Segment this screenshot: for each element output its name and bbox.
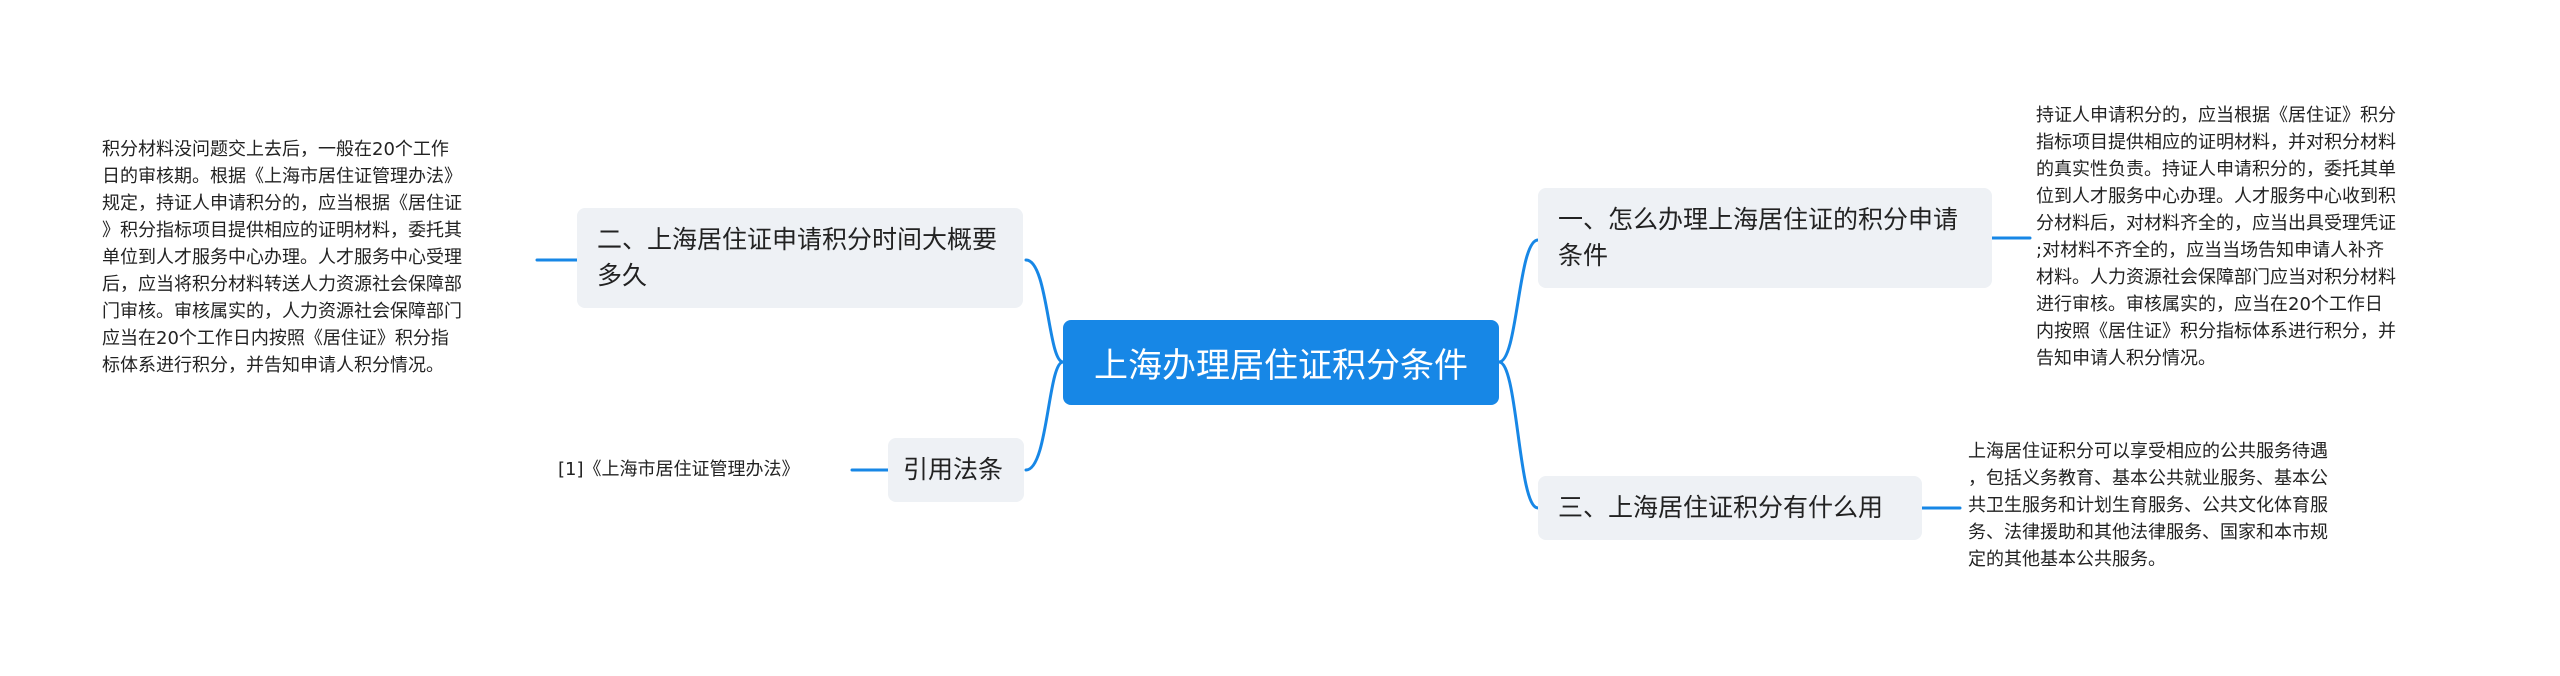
topic-processing-time-detail: 积分材料没问题交上去后，一般在20个工作 日的审核期。根据《上海市居住证管理办法… bbox=[102, 139, 462, 376]
root-topic-label: 上海办理居住证积分条件 bbox=[1094, 346, 1468, 386]
topic-how-to-apply-detail: 持证人申请积分的，应当根据《居住证》积分 指标项目提供相应的证明材料，并对积分材… bbox=[2036, 105, 2396, 369]
topic-points-usage-label: 三、上海居住证积分有什么用 bbox=[1558, 493, 1884, 522]
connector-root-to-topic-2 bbox=[1024, 258, 1065, 364]
topic-cited-law-detail[interactable]: [1]《上海市居住证管理办法》 bbox=[558, 459, 800, 480]
topic-points-usage[interactable]: 三、上海居住证积分有什么用 bbox=[1538, 476, 1922, 540]
connector-root-to-topic-1 bbox=[1497, 238, 1540, 364]
topic-points-usage-detail: 上海居住证积分可以享受相应的公共服务待遇 ，包括义务教育、基本公共就业服务、基本… bbox=[1968, 441, 2328, 570]
topic-processing-time-label: 二、上海居住证申请积分时间大概要多久 bbox=[597, 225, 998, 290]
topic-how-to-apply-label: 一、怎么办理上海居住证的积分申请条件 bbox=[1558, 205, 1959, 270]
topic-how-to-apply[interactable]: 一、怎么办理上海居住证的积分申请条件 bbox=[1538, 188, 1992, 288]
root-topic[interactable]: 上海办理居住证积分条件 bbox=[1063, 320, 1499, 405]
topic-cited-law[interactable]: 引用法条 bbox=[888, 438, 1024, 502]
topic-cited-law-label: 引用法条 bbox=[903, 455, 1004, 484]
topic-processing-time[interactable]: 二、上海居住证申请积分时间大概要多久 bbox=[577, 208, 1023, 308]
connector-root-to-topic-3 bbox=[1497, 360, 1540, 510]
connector-root-to-topic-4 bbox=[1024, 360, 1065, 472]
